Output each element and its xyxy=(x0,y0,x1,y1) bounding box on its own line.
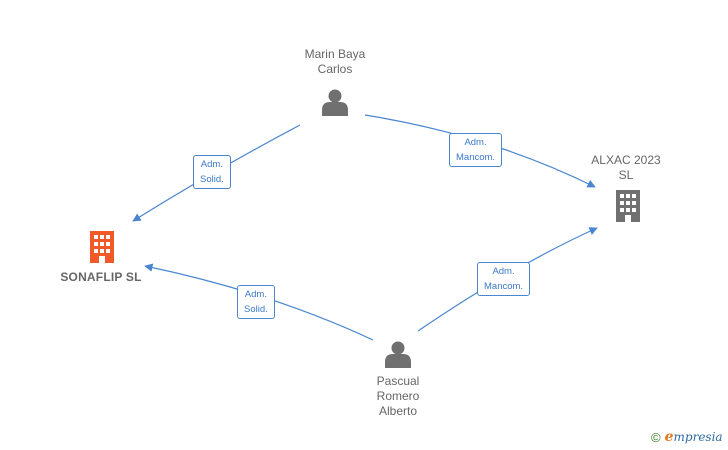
brand-watermark: © empresia xyxy=(651,429,723,445)
person-icon xyxy=(322,89,348,116)
copyright-symbol: © xyxy=(651,429,661,445)
edge-label-marin-sonaflip: Adm. Solid. xyxy=(193,155,231,189)
edge-label-marin-alxac: Adm. Mancom. xyxy=(449,133,503,167)
node-label-sonaflip[interactable]: SONAFLIP SL xyxy=(60,270,142,284)
person-icon xyxy=(385,341,411,368)
node-label-alxac[interactable]: ALXAC 2023 SL xyxy=(591,153,661,182)
edge-label-pascual-alxac: Adm. Mancom. xyxy=(477,262,531,296)
brand-logo-initial: e xyxy=(664,429,674,445)
node-label-pascual[interactable]: Pascual Romero Alberto xyxy=(376,374,420,418)
edge-label-pascual-sonaflip: Adm. Solid. xyxy=(237,285,275,319)
building-icon xyxy=(616,190,640,222)
node-label-marin[interactable]: Marin Baya Carlos xyxy=(304,47,366,76)
building-icon xyxy=(90,231,114,263)
brand-name: mpresia xyxy=(673,430,723,444)
